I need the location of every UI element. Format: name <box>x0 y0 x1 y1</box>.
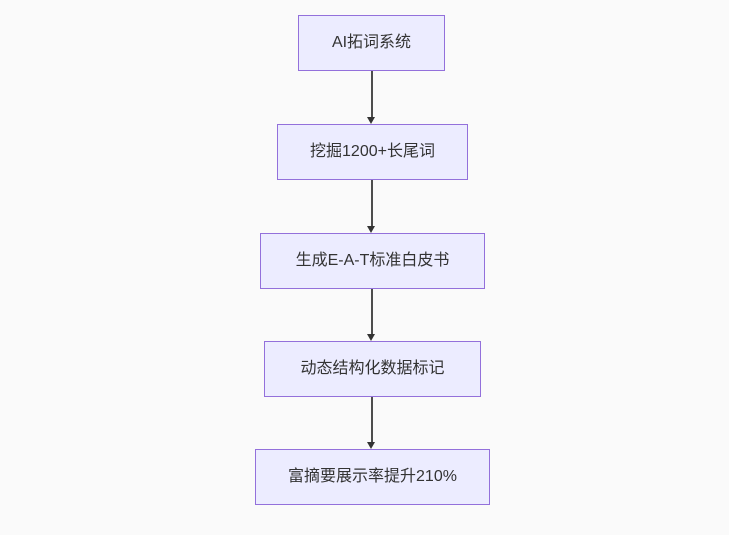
flow-node-label: 生成E-A-T标准白皮书 <box>295 252 450 270</box>
flow-node-label: AI拓词系统 <box>331 34 412 52</box>
flow-arrow-1-down-icon <box>367 71 376 124</box>
flow-node-rich-snippet-rate-increase: 富摘要展示率提升210% <box>255 449 490 505</box>
flow-arrow-4-down-icon <box>367 397 376 449</box>
flow-node-mine-longtail-keywords: 挖掘1200+长尾词 <box>277 124 468 180</box>
flow-node-label: 挖掘1200+长尾词 <box>310 143 435 161</box>
flow-arrow-2-down-icon <box>367 180 376 233</box>
flow-node-generate-eat-whitepaper: 生成E-A-T标准白皮书 <box>260 233 485 289</box>
flow-node-label: 动态结构化数据标记 <box>300 360 445 378</box>
flow-node-dynamic-structured-data-markup: 动态结构化数据标记 <box>264 341 481 397</box>
flow-arrow-3-down-icon <box>367 289 376 341</box>
flow-node-ai-word-expansion-system: AI拓词系统 <box>298 15 445 71</box>
flow-node-label: 富摘要展示率提升210% <box>288 468 457 486</box>
